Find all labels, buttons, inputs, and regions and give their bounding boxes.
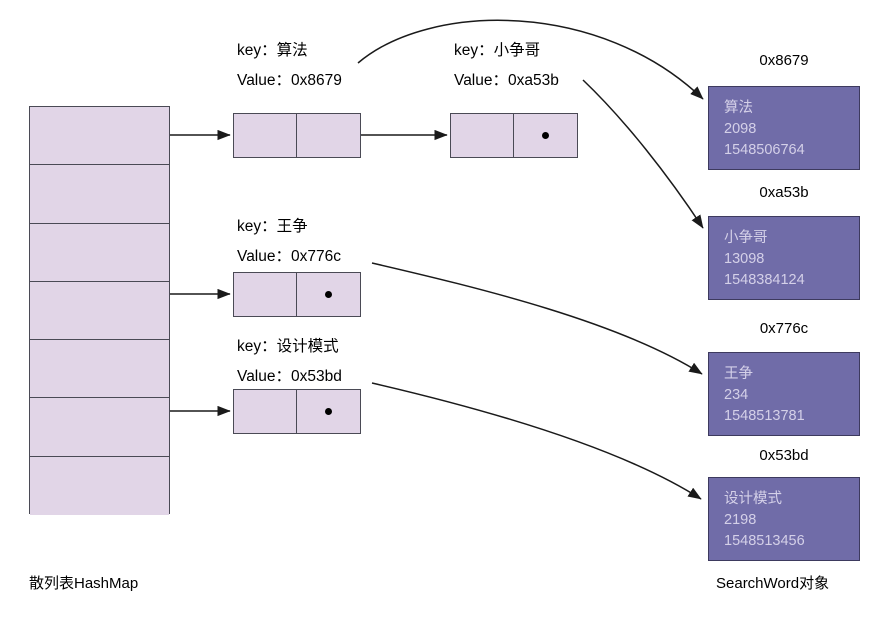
- list-node-2-next-slot: [297, 273, 360, 316]
- hash-bucket-1[interactable]: [30, 165, 169, 224]
- object-3-word: 设计模式: [724, 491, 782, 507]
- object-3-count: 2198: [724, 512, 757, 528]
- list-node-0-key-slot: [234, 114, 297, 157]
- hashmap-caption: 散列表HashMap: [29, 575, 139, 592]
- list-node-3-next-slot: [297, 390, 360, 433]
- object-address-0: 0x8679: [759, 52, 809, 69]
- entry-key-1: key：小争哥: [454, 42, 541, 59]
- object-1-count: 13098: [724, 251, 765, 267]
- null-pointer-dot-icon: [325, 408, 332, 415]
- object-address-2: 0x776c: [759, 320, 809, 337]
- list-node-0-next-slot: [297, 114, 360, 157]
- entry-label-2: key：王争 Value：0x776c: [237, 212, 341, 272]
- hash-bucket-3[interactable]: [30, 281, 169, 341]
- null-pointer-dot-icon: [325, 291, 332, 298]
- arrow-value-0xa53b-to-object: [582, 79, 704, 229]
- entry-value-3: Value：0x53bd: [237, 368, 342, 385]
- list-node-3-key-slot: [234, 390, 297, 433]
- hash-bucket-5[interactable]: [30, 398, 169, 457]
- hash-bucket-4[interactable]: [30, 340, 169, 399]
- object-address-1: 0xa53b: [759, 184, 809, 201]
- list-node-1-next-slot: [514, 114, 577, 157]
- object-box-2[interactable]: 王争 234 1548513781: [708, 352, 860, 436]
- list-node-2-key-slot: [234, 273, 297, 316]
- arrow-value-0x53bd-to-object: [371, 382, 702, 500]
- object-2-timestamp: 1548513781: [724, 408, 805, 424]
- hash-bucket-6[interactable]: [30, 456, 169, 515]
- list-node-3[interactable]: [233, 389, 361, 434]
- searchword-caption: SearchWord对象: [716, 575, 830, 592]
- list-node-1-key-slot: [451, 114, 514, 157]
- entry-value-0: Value：0x8679: [237, 72, 342, 89]
- hash-bucket-0[interactable]: [30, 107, 169, 166]
- arrow-value-0x8679-to-object: [357, 19, 704, 100]
- object-0-timestamp: 1548506764: [724, 142, 805, 158]
- object-box-1[interactable]: 小争哥 13098 1548384124: [708, 216, 860, 300]
- entry-value-2: Value：0x776c: [237, 248, 341, 265]
- list-node-1[interactable]: [450, 113, 578, 158]
- list-node-0[interactable]: [233, 113, 361, 158]
- entry-label-3: key：设计模式 Value：0x53bd: [237, 332, 342, 392]
- object-box-3[interactable]: 设计模式 2198 1548513456: [708, 477, 860, 561]
- hash-table: [29, 106, 170, 515]
- entry-value-1: Value：0xa53b: [454, 72, 559, 89]
- null-pointer-dot-icon: [542, 132, 549, 139]
- object-1-word: 小争哥: [724, 230, 768, 246]
- object-address-3: 0x53bd: [759, 447, 809, 464]
- object-0-word: 算法: [724, 100, 753, 116]
- entry-label-0: key：算法 Value：0x8679: [237, 36, 342, 96]
- list-node-2[interactable]: [233, 272, 361, 317]
- object-2-word: 王争: [724, 366, 753, 382]
- entry-label-1: key：小争哥 Value：0xa53b: [454, 36, 559, 96]
- entry-key-3: key：设计模式: [237, 338, 339, 355]
- object-0-count: 2098: [724, 121, 757, 137]
- arrow-value-0x776c-to-object: [371, 262, 703, 375]
- object-3-timestamp: 1548513456: [724, 533, 805, 549]
- entry-key-2: key：王争: [237, 218, 308, 235]
- entry-key-0: key：算法: [237, 42, 308, 59]
- hash-bucket-2[interactable]: [30, 223, 169, 282]
- object-box-0[interactable]: 算法 2098 1548506764: [708, 86, 860, 170]
- object-1-timestamp: 1548384124: [724, 272, 805, 288]
- object-2-count: 234: [724, 387, 749, 403]
